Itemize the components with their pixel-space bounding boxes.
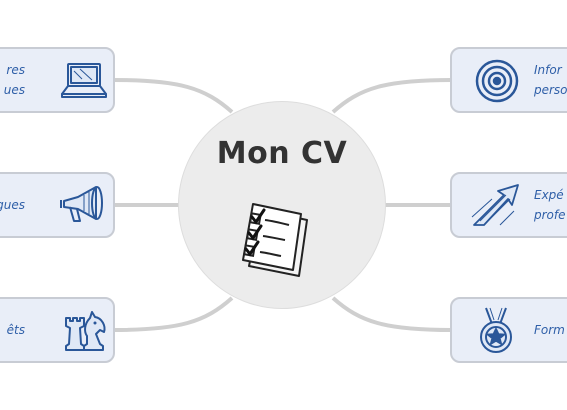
topic-node-left-middle[interactable]: gues: [0, 172, 115, 238]
topic-label-line: perso: [534, 83, 567, 97]
growth-arrow-icon: [471, 184, 519, 226]
topic-label: gues: [0, 195, 25, 215]
topic-label: Expé profe: [534, 185, 566, 225]
laptop-icon: [61, 63, 107, 98]
topic-node-left-bottom[interactable]: êts: [0, 297, 115, 363]
connector-left-top: [112, 78, 234, 114]
checklist-icon: [242, 203, 308, 277]
topic-node-right-bottom[interactable]: Form: [450, 297, 567, 363]
topic-label-line: êts: [6, 323, 25, 337]
topic-label-line: profe: [534, 208, 566, 222]
medal-icon: [480, 307, 512, 353]
connector-right-bottom: [331, 296, 453, 332]
topic-label-line: Infor: [534, 63, 562, 77]
connector-right-top: [331, 78, 453, 114]
chess-pieces-icon: [65, 311, 106, 351]
topic-node-right-top[interactable]: Infor perso: [450, 47, 567, 113]
topic-label: Form: [534, 320, 565, 340]
topic-node-right-middle[interactable]: Expé profe: [450, 172, 567, 238]
topic-label: Infor perso: [534, 60, 567, 100]
topic-label-line: res: [6, 63, 25, 77]
topic-label-line: gues: [0, 198, 25, 212]
topic-label: res ues: [4, 60, 25, 100]
fingerprint-icon: [475, 59, 519, 103]
megaphone-icon: [60, 186, 103, 222]
connector-left-bottom: [112, 296, 234, 332]
topic-label: êts: [7, 320, 25, 340]
central-topic-title: Mon CV: [216, 136, 348, 171]
topic-label-line: Expé: [534, 188, 564, 202]
topic-node-left-top[interactable]: res ues: [0, 47, 115, 113]
central-topic[interactable]: Mon CV: [178, 101, 386, 309]
topic-label-line: Form: [534, 323, 565, 337]
topic-label-line: ues: [3, 83, 25, 97]
